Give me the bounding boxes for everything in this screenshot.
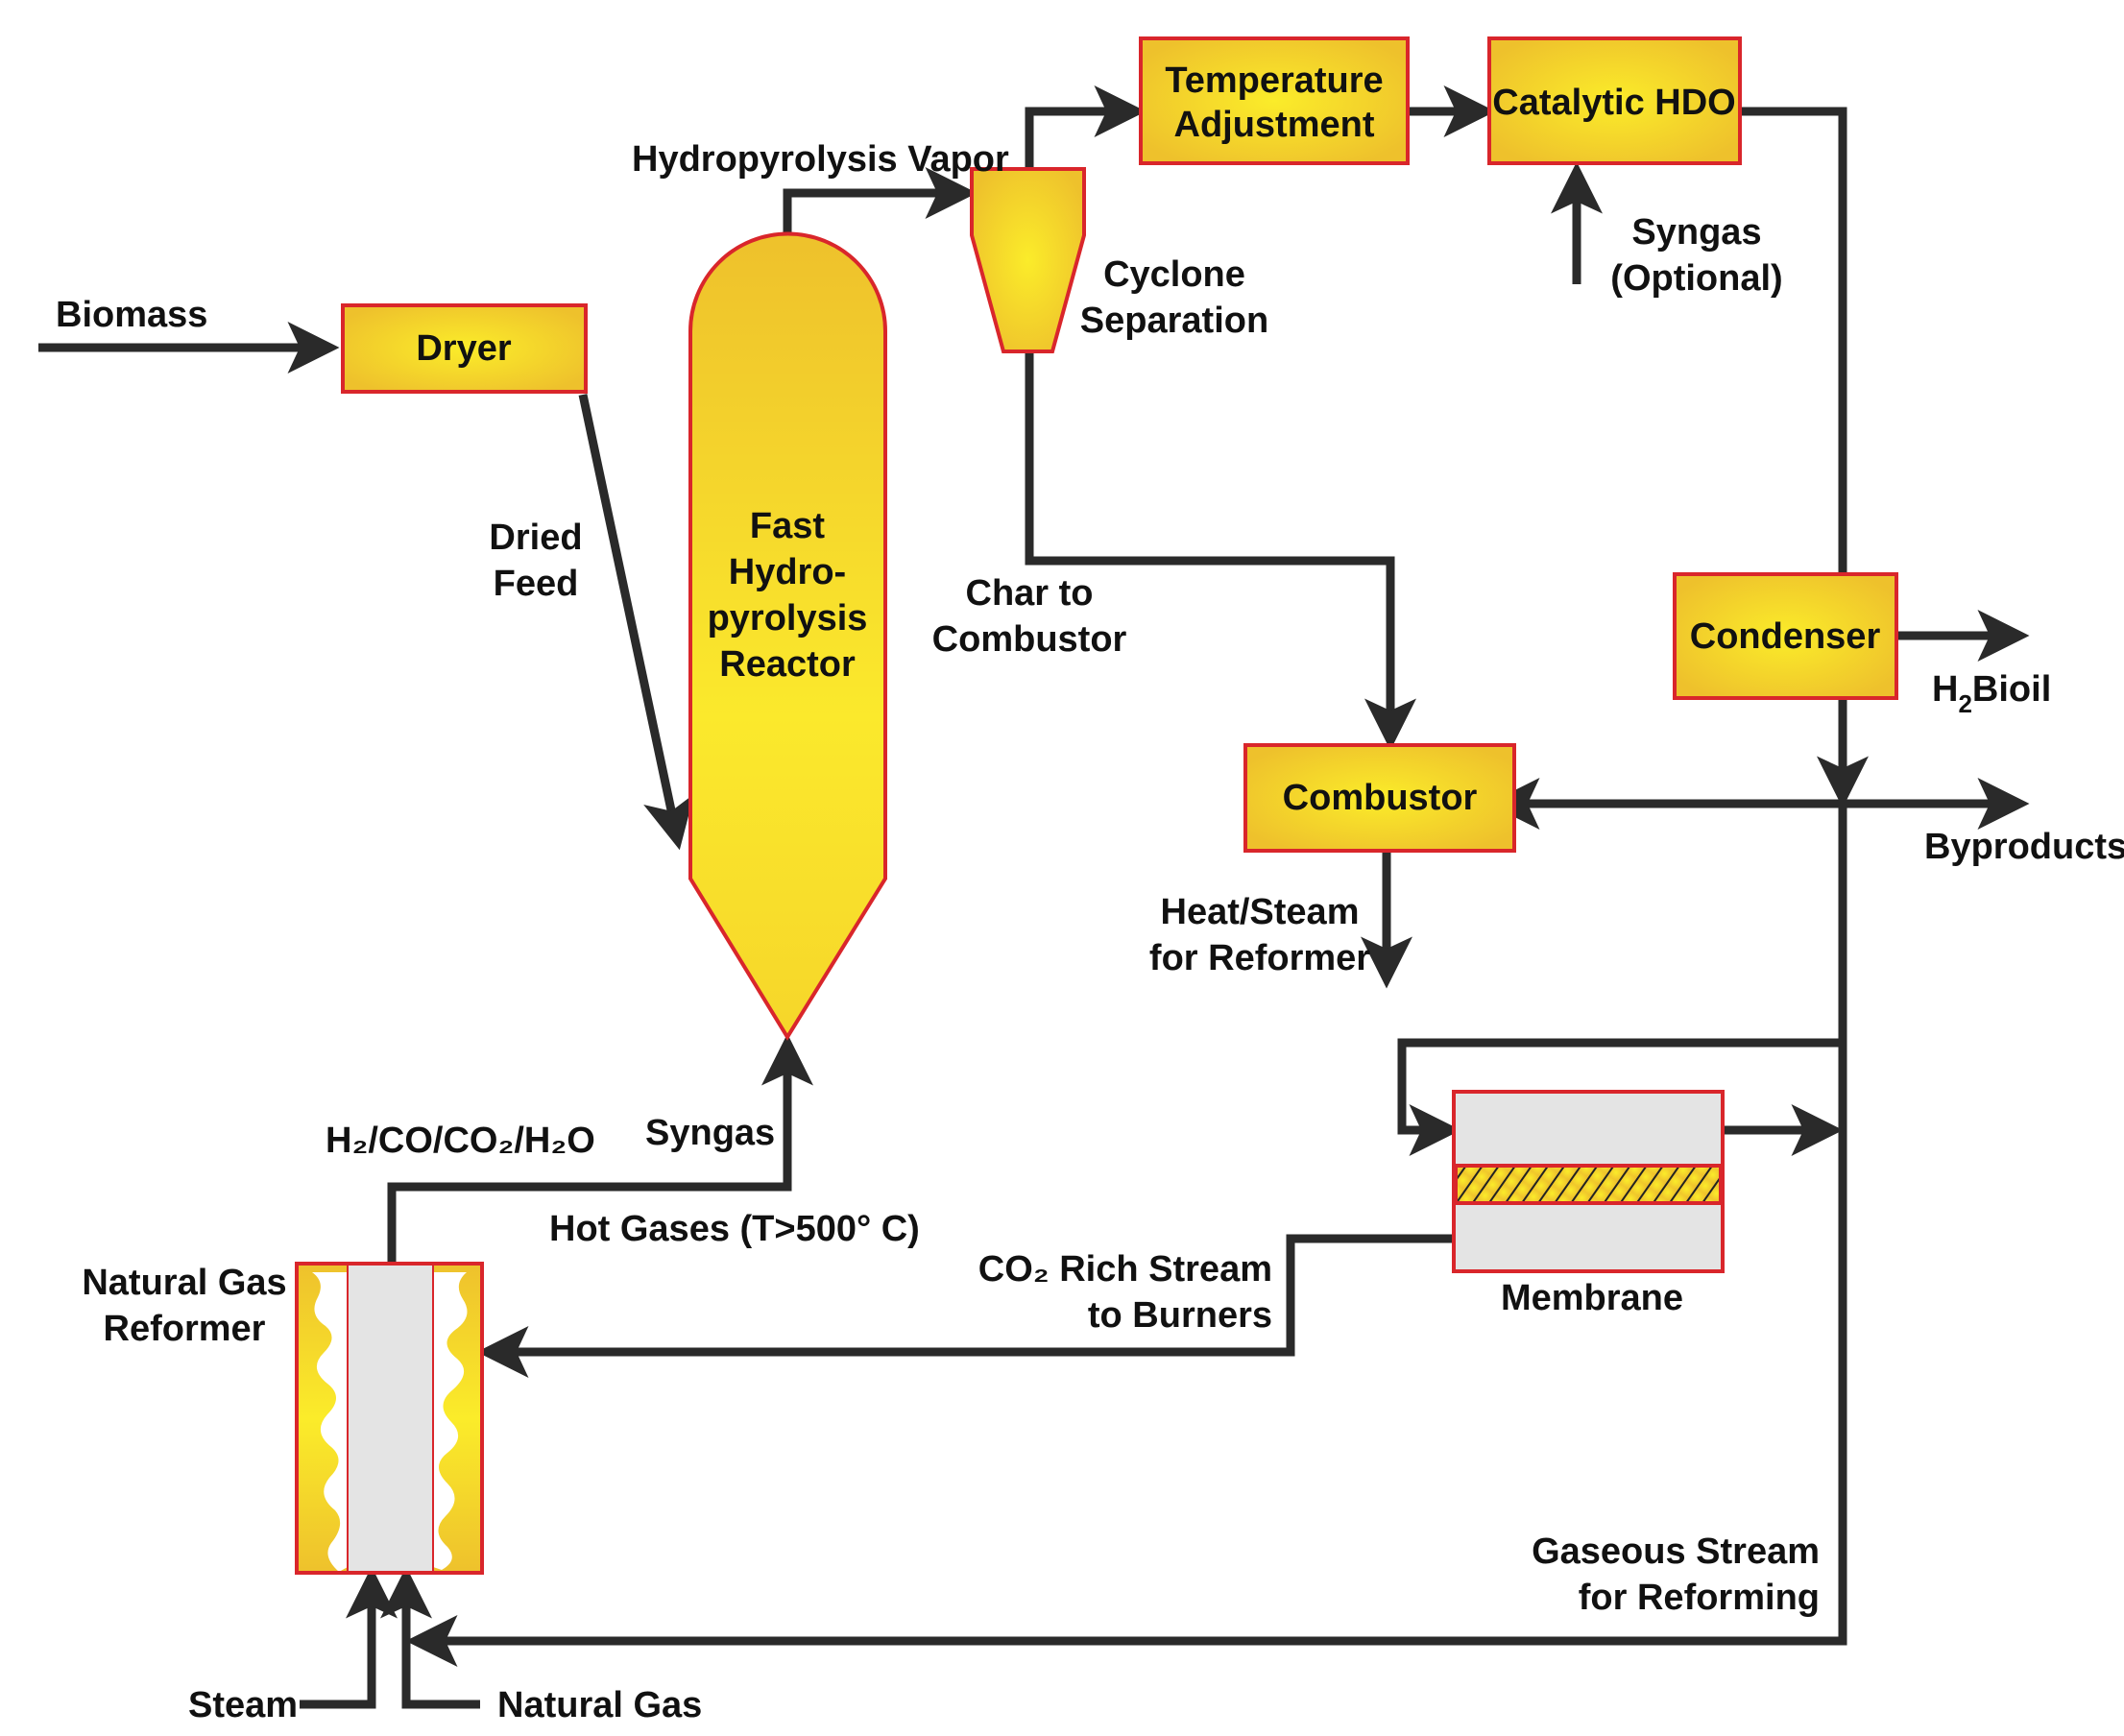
steam-label: Steam [188,1685,298,1725]
stream-lines [38,85,2030,1709]
catalytic-hdo-unit[interactable]: Catalytic HDO [1487,36,1742,165]
membrane-label: Membrane [1501,1278,1683,1318]
co2-rich-label-2: to Burners [1088,1295,1272,1336]
reformer-label-1: Natural Gas [82,1263,286,1303]
membrane-feed-arrow [1397,1038,1843,1156]
combustor-unit[interactable]: Combustor [1243,743,1516,853]
co2-rich-arrow [476,1234,1454,1378]
flame-icon [312,1272,468,1572]
temp-adj-label-1: Temperature [1165,60,1383,101]
reactor-label-1: Fast [750,506,825,546]
condenser-unit[interactable]: Condenser [1673,572,1898,700]
char-to-combustor-arrow [1025,351,1416,751]
reformer-label-2: Reformer [104,1309,266,1349]
gaseous-stream-label-2: for Reforming [1579,1578,1820,1618]
h2bioil-label: H2Bioil [1932,669,2051,718]
vertical-gas-line [405,795,1847,1667]
syngas-optional-label-1: Syngas [1631,212,1761,253]
dried-feed-arrow [578,394,694,851]
cyclone-unit[interactable] [970,167,1086,353]
reactor-label-2: Hydro- [729,552,846,592]
hydropyrolysis-vapor-label: Hydropyrolysis Vapor [632,139,1009,180]
char-label-2: Combustor [932,619,1127,660]
char-label-1: Char to [966,573,1094,614]
byproducts-label: Byproducts [1924,827,2124,867]
stream-labels: Biomass Dried Feed Hydropyrolysis Vapor … [56,139,2124,1725]
natural-gas-label: Natural Gas [497,1685,702,1725]
biomass-label: Biomass [56,295,207,335]
combustor-label: Combustor [1283,778,1478,818]
reformer-outlet-label: H₂/CO/CO₂/H₂O [326,1121,595,1161]
gaseous-stream-label-1: Gaseous Stream [1532,1531,1820,1572]
hdo-to-condenser-line [1740,107,1847,574]
cyclone-label-2: Separation [1080,301,1268,341]
steam-arrow [300,1566,398,1709]
cyclone-label-1: Cyclone [1103,254,1245,295]
syngas-optional-label-2: (Optional) [1610,258,1782,299]
heat-steam-label-2: for Reformer [1149,938,1370,978]
temperature-adjustment-unit[interactable]: Temperature Adjustment [1139,36,1410,165]
reformer-unit[interactable] [295,1262,484,1575]
vapor-arrow [783,167,978,234]
temp-adj-label-2: Adjustment [1174,105,1375,145]
natural-gas-arrow [380,1566,480,1709]
condenser-label: Condenser [1690,616,1881,657]
hot-gases-label: Hot Gases (T>500° C) [549,1209,920,1249]
membrane-unit[interactable]: Membrane [1452,1090,1725,1318]
reactor-label-4: Reactor [719,644,856,685]
reactor-label-3: pyrolysis [708,598,868,639]
co2-rich-label-1: CO₂ Rich Stream [978,1249,1272,1290]
heat-steam-label-1: Heat/Steam [1161,892,1360,932]
dried-feed-label-1: Dried [489,518,582,558]
reactor-unit[interactable]: Fast Hydro- pyrolysis Reactor [688,231,887,1041]
syngas-label: Syngas [645,1113,775,1153]
dryer-unit[interactable]: Dryer [341,303,588,394]
catalytic-hdo-label: Catalytic HDO [1492,83,1735,123]
dryer-label: Dryer [416,328,511,369]
cyclone-to-temp-arrow [1025,85,1146,169]
syngas-arrow [387,1033,813,1264]
dried-feed-label-2: Feed [494,564,579,604]
